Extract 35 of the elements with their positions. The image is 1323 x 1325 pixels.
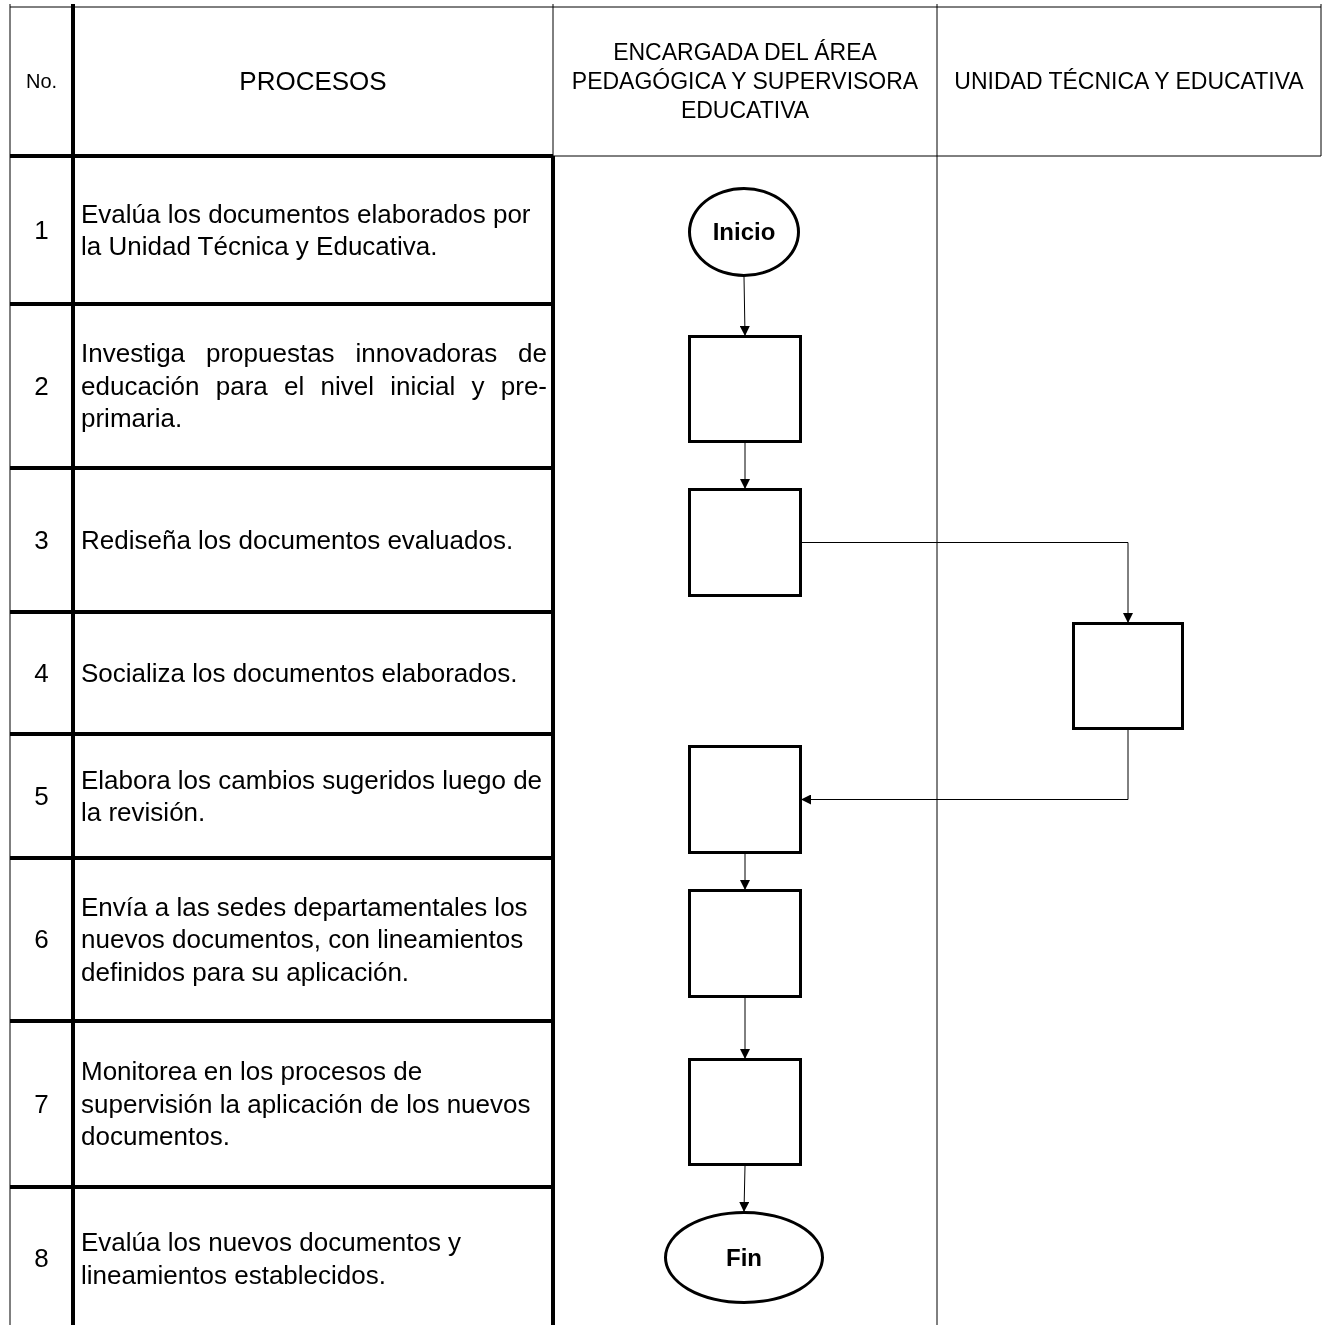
arrow xyxy=(740,853,750,890)
arrow xyxy=(801,729,1129,805)
process-box xyxy=(688,889,802,998)
lane-header: ENCARGADA DEL ÁREA PEDAGÓGICA Y SUPERVISORA EDUCATIVA xyxy=(570,38,920,125)
arrow xyxy=(739,276,750,336)
step-number: 8 xyxy=(34,1242,49,1275)
process-description: Elabora los cambios sugeridos luego de la revisión. xyxy=(81,763,544,829)
process-description: Socializa los documentos elaborados. xyxy=(81,656,518,690)
step-number: 3 xyxy=(34,523,49,557)
process-description: Investiga propuestas innovadoras de educación para el nivel inicial y pre-primaria. xyxy=(81,337,547,435)
step-number: 4 xyxy=(34,656,49,690)
terminal-label: Fin xyxy=(726,1243,762,1272)
process-box xyxy=(688,1058,802,1166)
column-header: PROCESOS xyxy=(239,65,387,98)
step-number: 5 xyxy=(34,779,49,813)
lane-header: UNIDAD TÉCNICA Y EDUCATIVA xyxy=(954,67,1304,96)
process-box xyxy=(688,745,802,854)
step-number: 1 xyxy=(34,213,49,247)
process-description: Evalúa los nuevos documentos y lineamientos establecidos. xyxy=(81,1226,463,1291)
step-number: 7 xyxy=(34,1087,49,1121)
process-description: Rediseña los documentos evaluados. xyxy=(81,523,514,557)
terminal-label: Inicio xyxy=(712,218,776,246)
process-description: Evalúa los documentos elaborados por la Unidad Técnica y Educativa. xyxy=(81,197,532,263)
arrow xyxy=(739,1165,750,1212)
process-box xyxy=(688,335,802,443)
step-number: 2 xyxy=(34,369,49,403)
step-number: 6 xyxy=(34,923,49,956)
column-header: No. xyxy=(25,69,58,94)
arrow xyxy=(740,442,750,489)
process-description: Envía a las sedes departamentales los nuevos documentos, con lineamientos definidos para su aplicación. xyxy=(81,890,529,989)
arrow xyxy=(740,997,750,1059)
process-box xyxy=(1072,622,1184,730)
arrow xyxy=(801,542,1133,623)
process-description: Monitorea en los procesos de supervisión la aplicación de los nuevos documentos. xyxy=(81,1055,532,1153)
process-box xyxy=(688,488,802,597)
